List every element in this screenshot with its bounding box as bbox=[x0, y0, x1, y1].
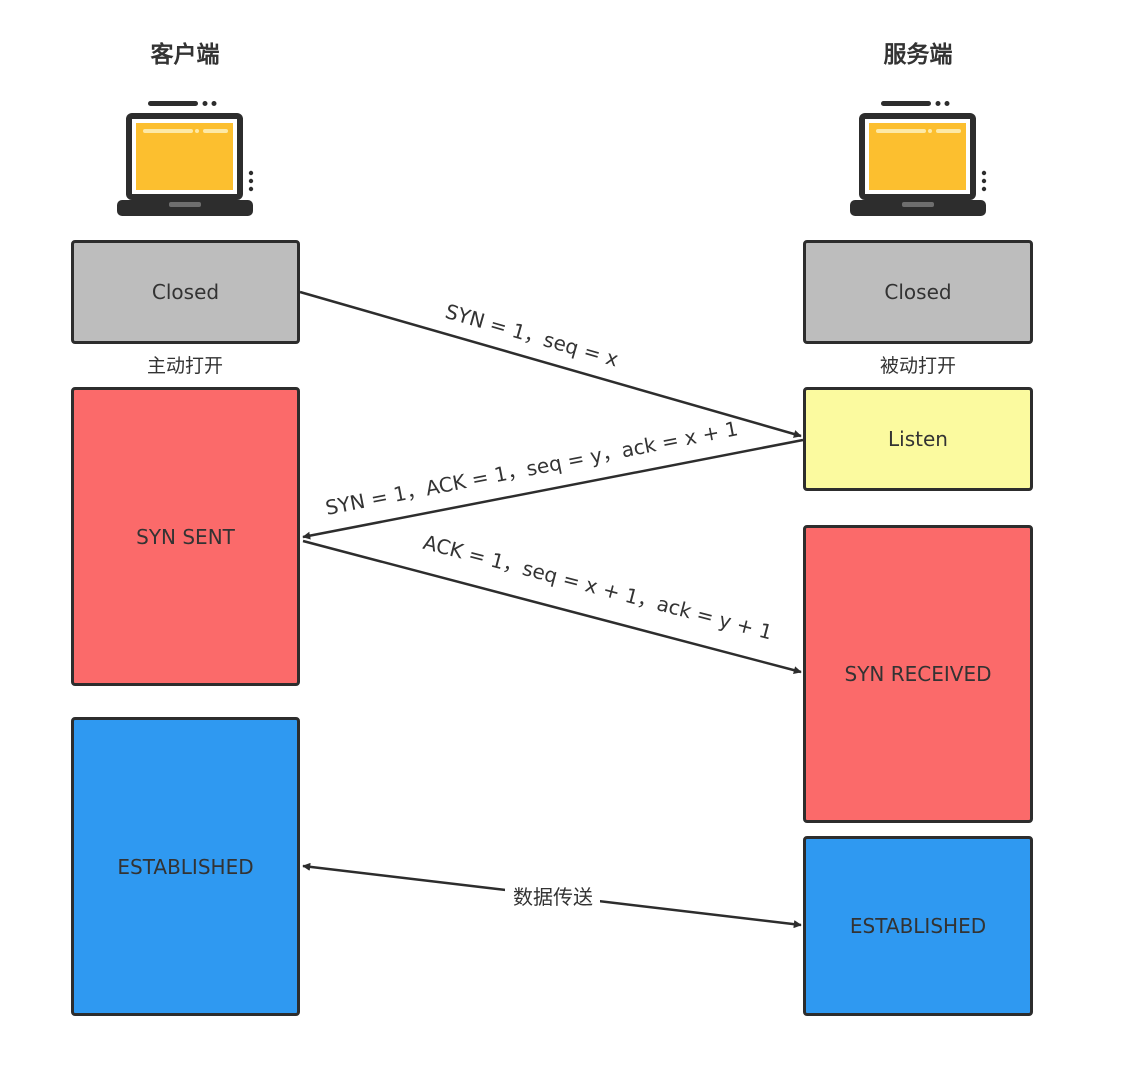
server-laptop-icon bbox=[850, 101, 987, 216]
client-closed-label: Closed bbox=[151, 280, 220, 304]
client-laptop-icon bbox=[117, 101, 254, 216]
server-established-label: ESTABLISHED bbox=[849, 914, 987, 938]
server-closed-label: Closed bbox=[884, 280, 952, 304]
data-transfer-label: 数据传送 bbox=[513, 885, 593, 909]
syn-ack-message-label: SYN = 1，ACK = 1，seq = y，ack = x + 1 bbox=[323, 416, 740, 520]
syn-message-label: SYN = 1，seq = x bbox=[443, 299, 622, 371]
server-passive-open-label: 被动打开 bbox=[879, 355, 956, 377]
client-active-open-label: 主动打开 bbox=[146, 355, 223, 377]
client-established-state: ESTABLISHED bbox=[71, 717, 300, 1016]
ack-arrow bbox=[302, 539, 802, 675]
server-syn-received-label: SYN RECEIVED bbox=[844, 662, 992, 686]
client-established-label: ESTABLISHED bbox=[117, 854, 254, 879]
client-closed-state: Closed bbox=[71, 240, 300, 344]
client-syn-sent-state: SYN SENT bbox=[71, 387, 300, 686]
server-listen-label: Listen bbox=[888, 427, 948, 451]
server-syn-received-state: SYN RECEIVED bbox=[803, 525, 1033, 823]
syn-ack-arrow bbox=[302, 438, 804, 540]
server-listen-state: Listen bbox=[803, 387, 1033, 491]
client-syn-sent-label: SYN SENT bbox=[136, 524, 235, 549]
server-closed-state: Closed bbox=[803, 240, 1033, 344]
server-established-state: ESTABLISHED bbox=[803, 836, 1033, 1016]
ack-message-label: ACK = 1，seq = x + 1，ack = y + 1 bbox=[421, 530, 775, 645]
server-title: 服务端 bbox=[883, 42, 953, 68]
client-title: 客户端 bbox=[150, 42, 220, 68]
data-transfer-label-bg bbox=[505, 880, 600, 910]
syn-arrow bbox=[299, 290, 802, 438]
